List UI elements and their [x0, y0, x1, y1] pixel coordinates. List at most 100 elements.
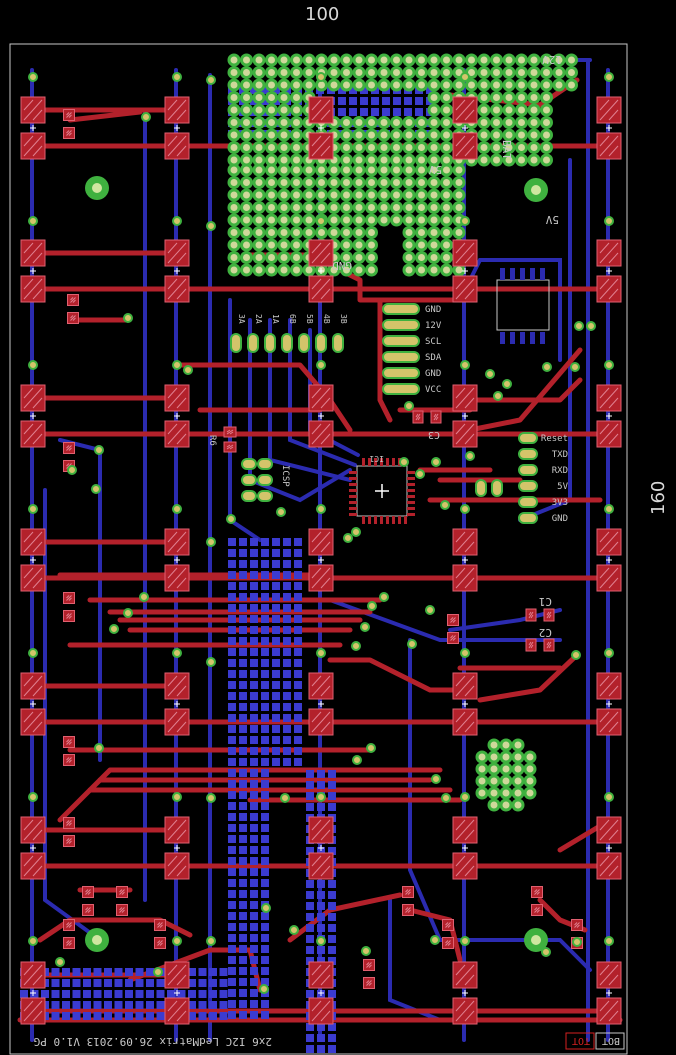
- fill-cell: [283, 604, 291, 612]
- led-polarity-mark: [462, 701, 468, 707]
- fill-cell: [228, 571, 236, 579]
- pad-hatch: [528, 611, 534, 619]
- through-hole-pad: [302, 163, 316, 177]
- fill-cell: [209, 1001, 217, 1009]
- fill-cell: [272, 714, 280, 722]
- io-header-pin: [264, 333, 276, 353]
- through-hole-pad: [511, 798, 525, 812]
- fill-cell: [294, 571, 302, 579]
- through-hole-pad: [487, 762, 501, 776]
- through-hole-pad: [452, 163, 466, 177]
- through-hole-pad: [227, 238, 241, 252]
- via: [123, 313, 133, 323]
- fill-cell: [272, 86, 280, 94]
- via: [485, 369, 495, 379]
- fill-cell: [338, 86, 346, 94]
- fill-cell: [239, 769, 247, 777]
- fill-cell: [250, 736, 258, 744]
- fill-cell: [261, 956, 269, 964]
- fill-cell: [135, 979, 144, 987]
- pad-hatch: [599, 423, 619, 445]
- pad-hatch: [167, 964, 187, 986]
- led-polarity-mark: [606, 845, 612, 851]
- fill-cell: [283, 692, 291, 700]
- through-hole-pad: [427, 251, 441, 264]
- fill-cell: [261, 725, 269, 733]
- through-hole-pad: [277, 141, 291, 154]
- pad-hatch: [66, 130, 72, 136]
- through-hole-pad: [265, 53, 278, 67]
- fill-cell: [239, 802, 247, 810]
- through-hole-pad: [523, 774, 537, 788]
- through-hole-pad: [277, 176, 291, 189]
- through-hole-pad: [490, 53, 503, 67]
- fill-cell: [272, 560, 280, 568]
- through-hole-pad: [499, 774, 513, 788]
- through-hole-pad: [477, 53, 491, 67]
- fill-cell: [272, 582, 280, 590]
- through-hole-pad: [340, 163, 353, 177]
- fill-cell: [250, 868, 258, 876]
- via: [172, 360, 182, 370]
- pad-hatch: [23, 711, 43, 733]
- pad-hatch: [405, 889, 411, 895]
- uart-header-pin: [518, 496, 538, 508]
- fill-cell: [294, 758, 302, 766]
- fill-cell: [393, 108, 401, 116]
- fill-cell: [125, 979, 133, 987]
- through-hole-pad: [415, 213, 428, 227]
- fill-cell: [156, 1001, 165, 1009]
- fill-cell: [360, 97, 368, 105]
- fill-cell: [317, 803, 325, 811]
- through-hole-pad: [390, 176, 403, 189]
- through-hole-pad: [452, 226, 466, 239]
- through-hole-pad: [390, 128, 403, 142]
- fill-cell: [261, 703, 269, 711]
- pad-hatch: [226, 444, 234, 450]
- through-hole-pad: [427, 201, 441, 214]
- through-hole-pad: [252, 176, 266, 189]
- uart-header-label: TXD: [552, 450, 568, 460]
- fill-cell: [239, 626, 247, 634]
- fill-cell: [228, 582, 236, 590]
- fill-cell: [228, 626, 236, 634]
- fill-cell: [198, 1012, 207, 1020]
- through-hole-pad: [227, 128, 241, 142]
- fill-cell: [317, 913, 325, 921]
- through-hole-pad: [440, 201, 453, 214]
- through-hole-pad: [365, 78, 378, 92]
- through-hole-pad: [402, 78, 416, 92]
- fill-cell: [283, 637, 291, 645]
- via: [289, 925, 299, 935]
- pad-hatch: [23, 135, 43, 157]
- pad-hatch: [70, 315, 76, 321]
- fill-cell: [239, 989, 247, 997]
- fill-cell: [328, 902, 336, 910]
- bot-tag-box: [595, 1032, 625, 1050]
- via: [316, 72, 326, 82]
- via: [226, 514, 236, 524]
- fill-cell: [114, 990, 123, 998]
- fill-cell: [228, 736, 236, 744]
- through-hole-pad: [502, 103, 516, 117]
- ic-pin: [362, 458, 365, 466]
- through-hole-pad: [390, 78, 403, 92]
- via: [431, 774, 441, 784]
- top-trace: [327, 657, 473, 693]
- fill-cell: [294, 626, 302, 634]
- fill-cell: [239, 560, 247, 568]
- via: [280, 793, 290, 803]
- fill-cell: [239, 791, 247, 799]
- through-hole-pad: [227, 188, 241, 202]
- fill-cell: [239, 593, 247, 601]
- via: [94, 743, 104, 753]
- fill-cell: [415, 97, 423, 105]
- fill-cell: [261, 747, 269, 755]
- fill-cell: [328, 1034, 336, 1042]
- through-hole-pad: [290, 116, 303, 129]
- through-hole-pad: [440, 226, 453, 239]
- led-polarity-mark: [174, 701, 180, 707]
- fill-cell: [261, 736, 269, 744]
- through-hole-pad: [290, 78, 303, 92]
